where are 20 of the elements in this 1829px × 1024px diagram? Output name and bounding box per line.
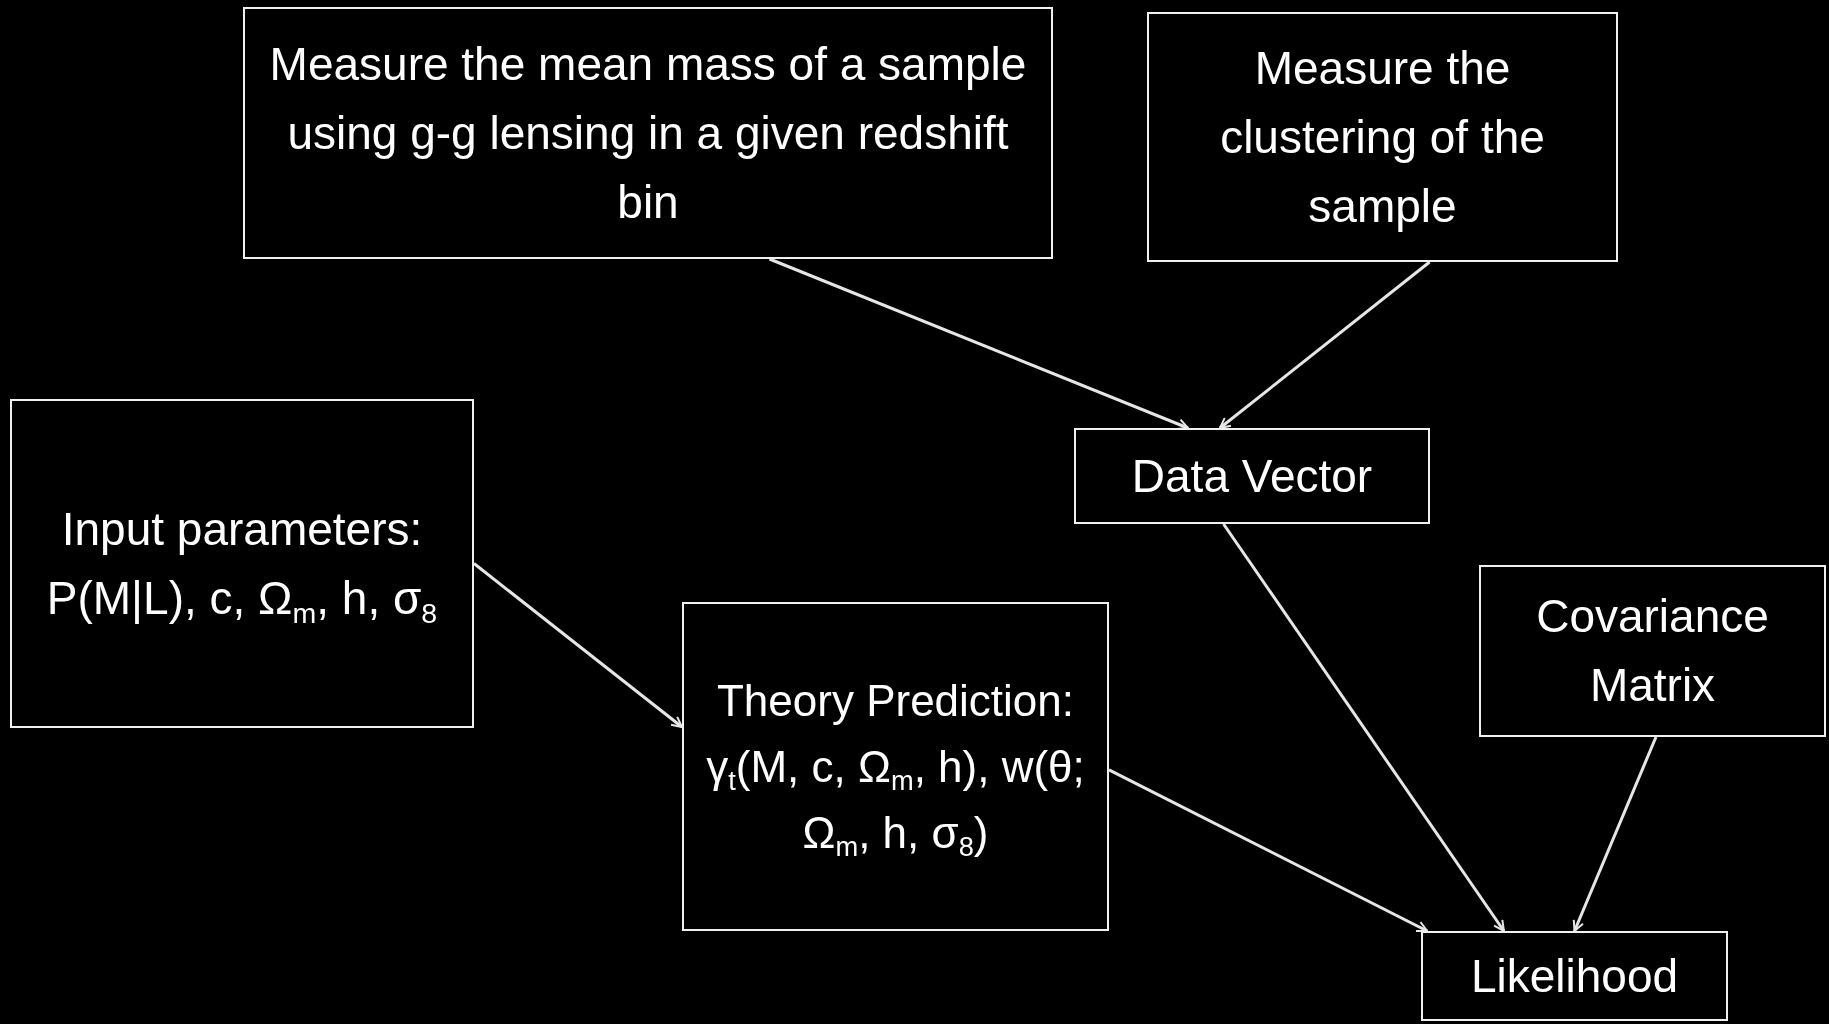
process-box — [1421, 931, 1728, 1021]
arrow — [473, 562, 683, 729]
box-label: Data Vector — [1131, 448, 1373, 504]
box-label: Measure the mean mass of a sample using g-g lensing in a given redshift bin — [268, 36, 1028, 230]
box-label: Likelihood — [1470, 948, 1679, 1004]
box-label: Input parameters: P(M|L), c, Ω$_{m}$, h, σ$_{8}$ — [45, 501, 439, 631]
box-label: Measure the clustering of the sample — [1219, 40, 1546, 234]
process-box — [1074, 428, 1430, 524]
arrow — [1572, 736, 1658, 932]
box-label: Covariance Matrix — [1535, 589, 1770, 713]
process-box — [10, 399, 474, 728]
process-box — [1479, 565, 1826, 737]
process-box — [1147, 12, 1618, 262]
process-box — [243, 7, 1053, 259]
arrow — [1108, 768, 1429, 933]
box-label: Theory Prediction: γ$_{t}$(M, c, Ω$_{m}$, h), w(θ; Ω$_{m}$, h, σ$_{8}$) — [705, 674, 1086, 864]
process-box — [682, 602, 1109, 931]
arrow — [768, 257, 1189, 430]
arrow — [1218, 260, 1431, 430]
arrow — [1222, 523, 1506, 932]
